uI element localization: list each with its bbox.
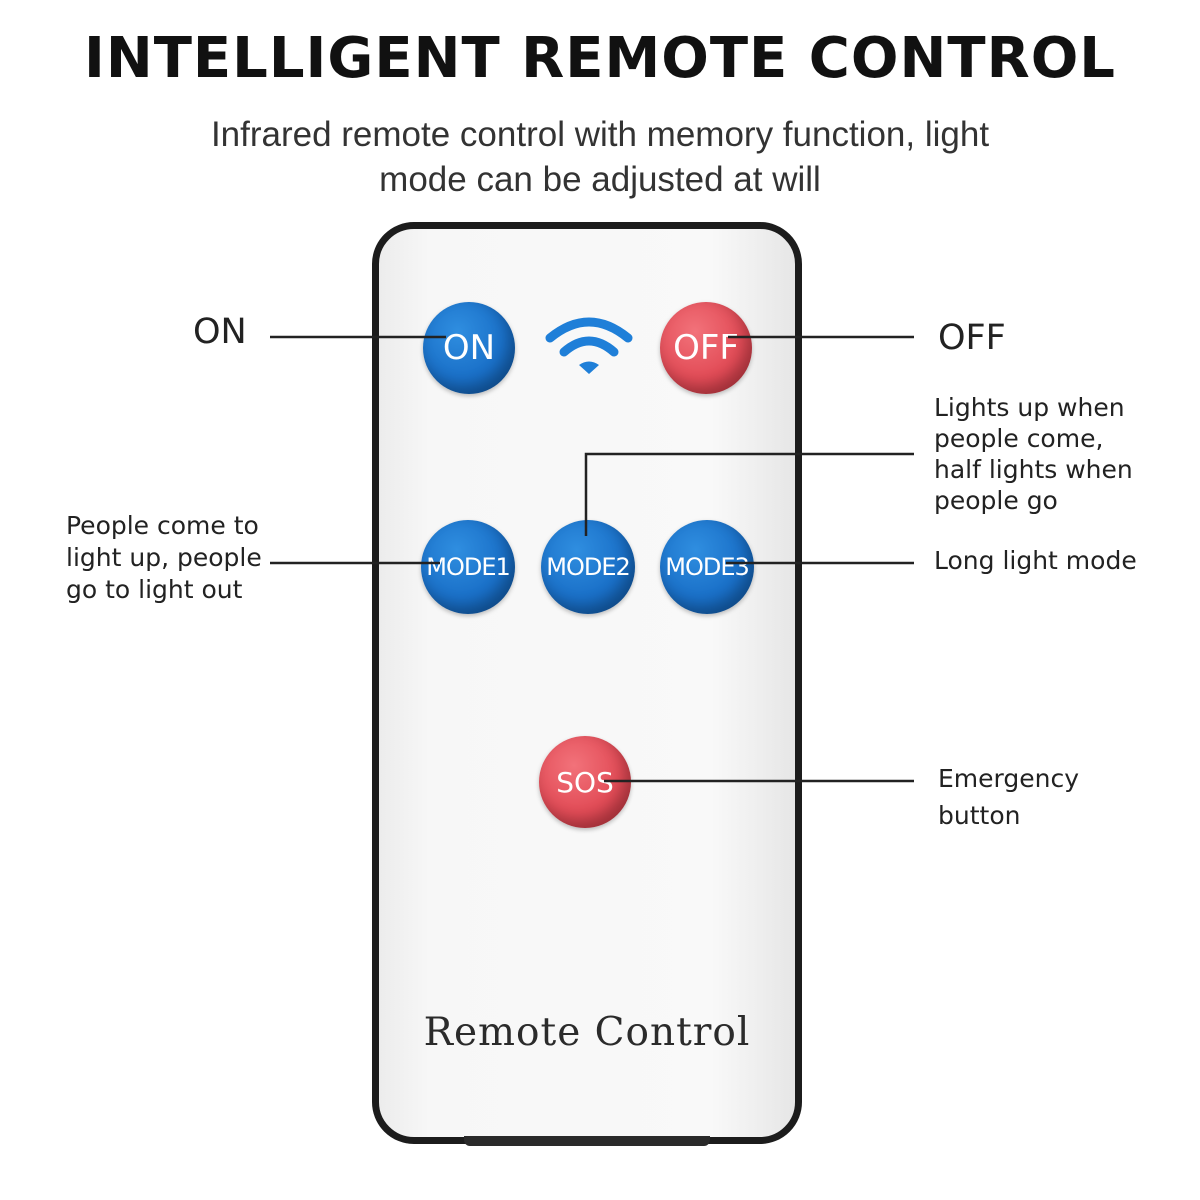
callout-off: OFF xyxy=(938,318,1006,358)
wifi-signal-icon xyxy=(545,317,633,374)
callout-mode1-line: go to light out xyxy=(66,575,243,604)
mode1-button[interactable]: MODE1 xyxy=(421,520,515,614)
mode2-button[interactable]: MODE2 xyxy=(541,520,635,614)
remote-control-label: Remote Control xyxy=(423,1010,751,1055)
subtitle-line: Infrared remote control with memory func… xyxy=(210,115,990,154)
sos-button[interactable]: SOS xyxy=(539,736,631,828)
subtitle-line: mode can be adjusted at will xyxy=(379,160,821,199)
callout-sos: Emergency button xyxy=(938,760,1128,834)
callout-sos-line: Emergency xyxy=(938,764,1080,793)
callout-mode1-line: People come to xyxy=(66,511,259,540)
callout-on: ON xyxy=(193,312,247,352)
callout-mode2-line: people go xyxy=(934,486,1058,515)
mode3-button[interactable]: MODE3 xyxy=(660,520,754,614)
off-button[interactable]: OFF xyxy=(660,302,752,394)
callout-mode2-line: half lights when xyxy=(934,455,1133,484)
callout-mode2-line: Lights up when xyxy=(934,393,1125,422)
page-subtitle: Infrared remote control with memory func… xyxy=(0,112,1200,202)
callout-mode2: Lights up when people come, half lights … xyxy=(934,392,1144,516)
callout-mode3: Long light mode xyxy=(934,546,1137,575)
on-button[interactable]: ON xyxy=(423,302,515,394)
callout-mode2-line: people come, xyxy=(934,424,1104,453)
callout-sos-line: button xyxy=(938,801,1021,830)
remote-bottom-edge xyxy=(464,1136,710,1146)
page-title: INTELLIGENT REMOTE CONTROL xyxy=(84,26,1116,91)
callout-mode1: People come to light up, people go to li… xyxy=(66,510,276,606)
callout-mode1-line: light up, people xyxy=(66,543,262,572)
